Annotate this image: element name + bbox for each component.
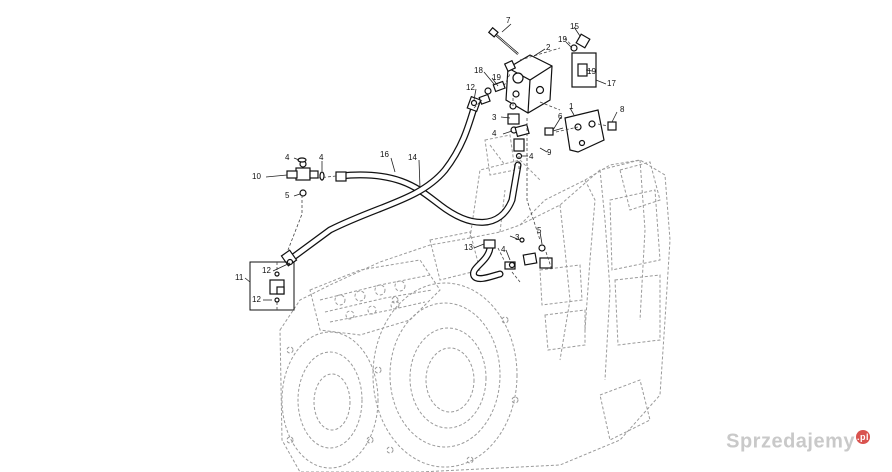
hose-13-end-fitting xyxy=(483,239,496,249)
callout-16: 16 xyxy=(380,150,389,159)
screw-6 xyxy=(544,127,564,136)
callout-5-left: 5 xyxy=(285,191,290,200)
callout-11: 11 xyxy=(235,273,244,282)
callout-12-b: 12 xyxy=(252,295,261,304)
callout-12-top: 12 xyxy=(466,83,475,92)
callout-13: 13 xyxy=(464,243,473,252)
callout-4-left-b: 4 xyxy=(319,153,324,162)
callout-4-lower: 4 xyxy=(501,245,506,254)
leader-lines xyxy=(244,23,618,301)
callout-14: 14 xyxy=(408,153,417,162)
transmission-housing-outline xyxy=(279,134,671,472)
callout-9: 9 xyxy=(547,148,552,157)
callout-1: 1 xyxy=(569,102,574,111)
callout-19-left: 19 xyxy=(492,73,501,82)
fitting-3-4-5-right xyxy=(504,237,553,270)
watermark-brand: Sprzedajemy xyxy=(726,431,855,453)
hose-13 xyxy=(470,239,504,283)
hose-14 xyxy=(280,95,482,267)
callout-8: 8 xyxy=(620,105,625,114)
callout-5-lower: 5 xyxy=(537,226,542,235)
callout-3-top: 3 xyxy=(492,113,497,122)
callout-4-block: 4 xyxy=(492,129,497,138)
callout-19-top: 19 xyxy=(558,35,567,44)
fitting-18-19 xyxy=(478,80,506,105)
fitting-11 xyxy=(249,261,295,311)
callout-18: 18 xyxy=(474,66,483,75)
callout-7: 7 xyxy=(506,16,511,25)
hose-16 xyxy=(335,161,522,226)
callout-2: 2 xyxy=(546,43,551,52)
fitting-15-17 xyxy=(570,33,597,88)
callout-6: 6 xyxy=(558,112,563,121)
callout-19-right: 19 xyxy=(587,67,596,76)
hose-16-end-fitting xyxy=(335,171,347,182)
callout-12-a: 12 xyxy=(262,266,271,275)
callout-17: 17 xyxy=(607,79,616,88)
callout-4-mid: 4 xyxy=(529,152,534,161)
callout-10: 10 xyxy=(252,172,261,181)
bolt-7 xyxy=(487,26,519,55)
bracket-1 xyxy=(564,109,605,153)
callout-4-left-a: 4 xyxy=(285,153,290,162)
fitting-12-top xyxy=(470,99,478,107)
watermark-logo: Sprzedajemy.pl xyxy=(726,430,870,454)
callout-labels: 7 2 15 19 19 17 18 19 12 3 4 1 6 8 9 4 1… xyxy=(235,16,625,304)
assembly-lines xyxy=(276,37,609,312)
tee-fitting-10 xyxy=(286,160,319,197)
callout-15: 15 xyxy=(570,22,579,31)
watermark-badge: .pl xyxy=(856,430,870,445)
valve-block-2 xyxy=(503,54,553,114)
callout-3-lower: 3 xyxy=(515,233,520,242)
screw-8 xyxy=(607,121,617,131)
